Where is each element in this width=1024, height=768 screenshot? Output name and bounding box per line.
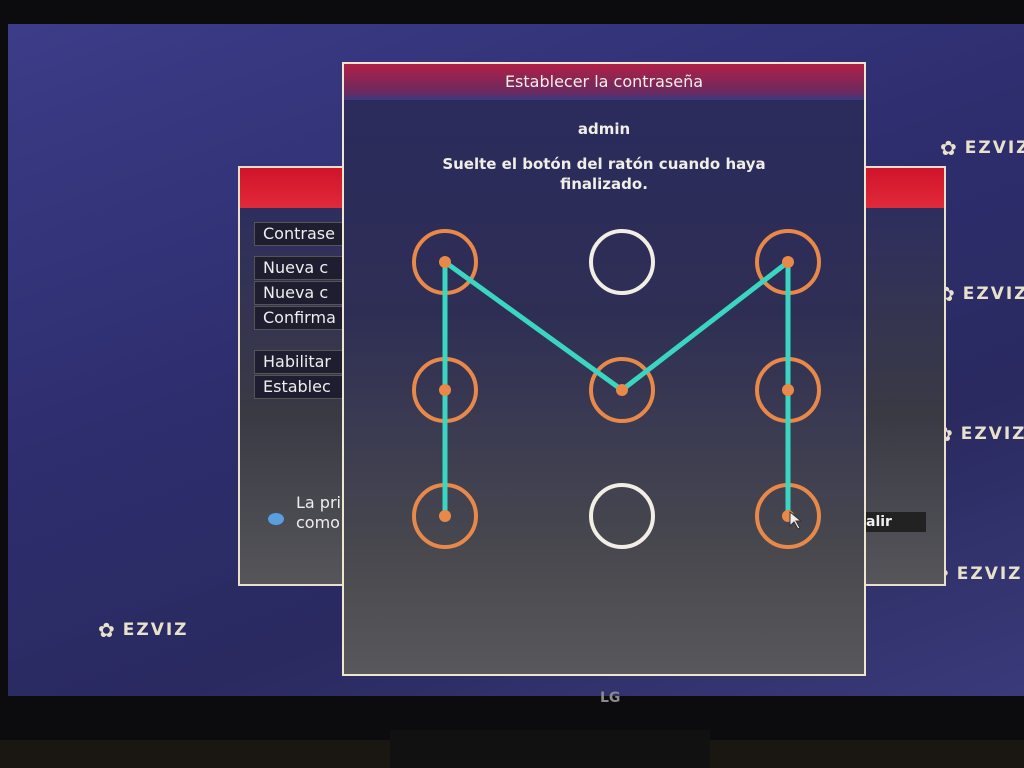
set-option-label[interactable]: Establec bbox=[254, 375, 384, 399]
monitor-brand-logo: LG bbox=[600, 690, 621, 706]
ezviz-logo: ✿EZVIZ bbox=[938, 282, 1024, 306]
dialog-title: Establecer la contraseña bbox=[344, 64, 864, 100]
set-pattern-dialog: Establecer la contraseña admin Suelte el… bbox=[342, 62, 866, 676]
pattern-node-dot bbox=[616, 384, 628, 396]
pattern-segment bbox=[620, 260, 790, 392]
ezviz-logo: ✿EZVIZ bbox=[936, 422, 1024, 446]
info-note: La pri como bbox=[268, 493, 341, 533]
pattern-node-dot bbox=[782, 384, 794, 396]
pattern-node-dot bbox=[439, 256, 451, 268]
pattern-node-5[interactable] bbox=[589, 357, 655, 423]
pattern-node-2[interactable] bbox=[589, 229, 655, 295]
pattern-node-dot bbox=[439, 384, 451, 396]
pattern-segment bbox=[443, 259, 624, 393]
ezviz-logo: ✿EZVIZ bbox=[940, 136, 1024, 160]
unlock-pattern-grid[interactable] bbox=[344, 64, 864, 674]
ezviz-mark-icon: ✿ bbox=[940, 136, 959, 160]
exit-button[interactable]: alir bbox=[866, 512, 926, 532]
username: admin bbox=[577, 120, 631, 138]
pattern-node-dot bbox=[782, 256, 794, 268]
instruction-text: Suelte el botón del ratón cuando haya fi… bbox=[442, 155, 766, 193]
pattern-node-8[interactable] bbox=[589, 483, 655, 549]
ezviz-mark-icon: ✿ bbox=[98, 618, 117, 642]
monitor-stand bbox=[390, 730, 710, 768]
pattern-node-dot bbox=[439, 510, 451, 522]
info-icon bbox=[268, 513, 284, 525]
ezviz-logo: ✿EZVIZ bbox=[98, 618, 189, 642]
mouse-cursor-icon bbox=[789, 510, 803, 530]
